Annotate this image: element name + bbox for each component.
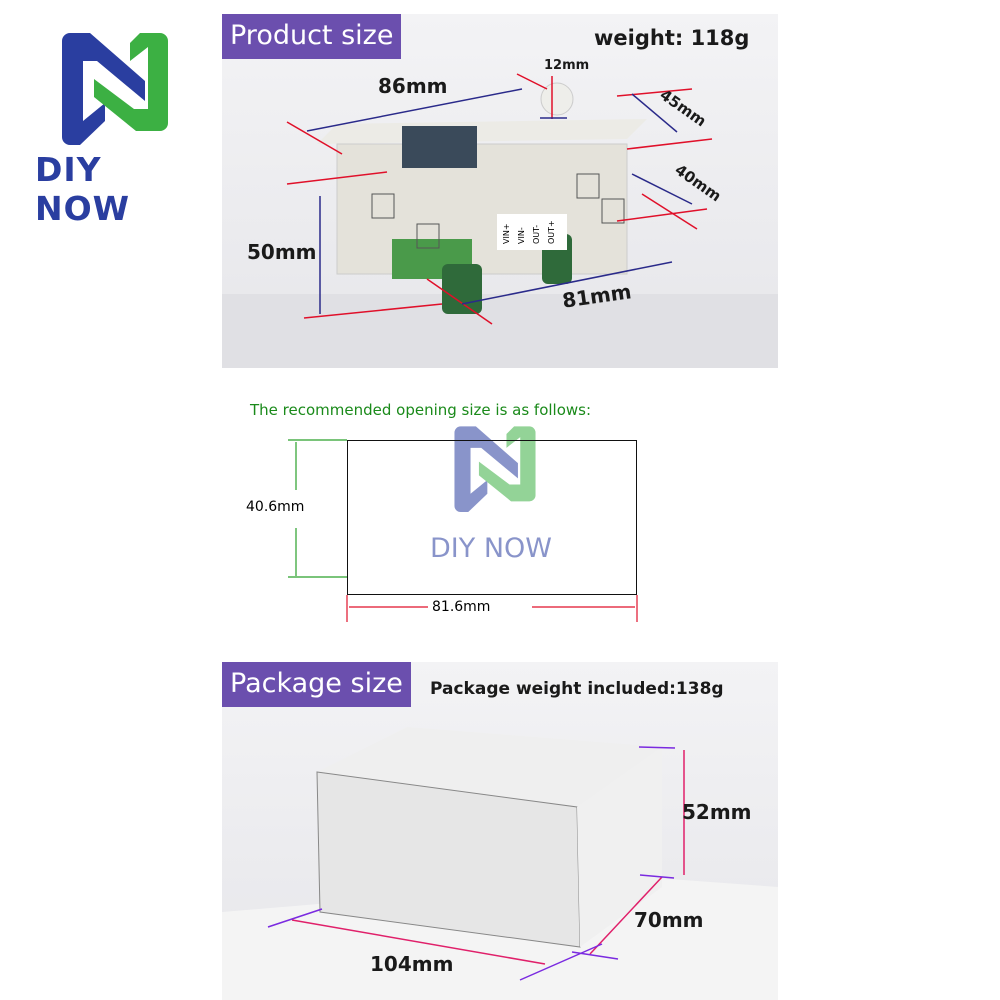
- product-weight: weight: 118g: [594, 26, 750, 50]
- dim-width: 86mm: [378, 74, 448, 98]
- opening-height: 40.6mm: [246, 499, 305, 515]
- terminal-label: OUT-: [532, 225, 541, 244]
- package-illustration: [222, 727, 778, 1000]
- opening-width: 81.6mm: [432, 599, 491, 615]
- product-illustration: VIN+ VIN- OUT- OUT+: [222, 73, 778, 368]
- package-weight: Package weight included:138g: [430, 679, 724, 699]
- package-dim-height: 52mm: [682, 800, 752, 824]
- brand-logo: DIY NOW: [30, 25, 200, 228]
- terminal-label: VIN+: [502, 223, 511, 244]
- dim-knob: 12mm: [544, 58, 590, 73]
- package-size-tag: Package size: [222, 662, 411, 707]
- dim-height: 50mm: [247, 240, 317, 264]
- opening-caption: The recommended opening size is as follo…: [250, 401, 592, 419]
- package-dim-depth: 70mm: [634, 908, 704, 932]
- terminal-label: OUT+: [547, 220, 556, 244]
- opening-rectangle: [347, 440, 637, 595]
- product-size-panel: VIN+ VIN- OUT- OUT+ Product size weight:…: [222, 14, 778, 368]
- watermark-logo-icon: [454, 426, 536, 513]
- logo-mark-icon: [62, 33, 168, 145]
- logo-text: DIY NOW: [35, 150, 131, 228]
- package-size-panel: Package size Package weight included:138…: [222, 662, 778, 1000]
- package-dim-width: 104mm: [370, 952, 454, 976]
- opening-watermark: DIY NOW: [430, 415, 560, 564]
- product-size-tag: Product size: [222, 14, 402, 59]
- terminal-label: VIN-: [517, 227, 526, 244]
